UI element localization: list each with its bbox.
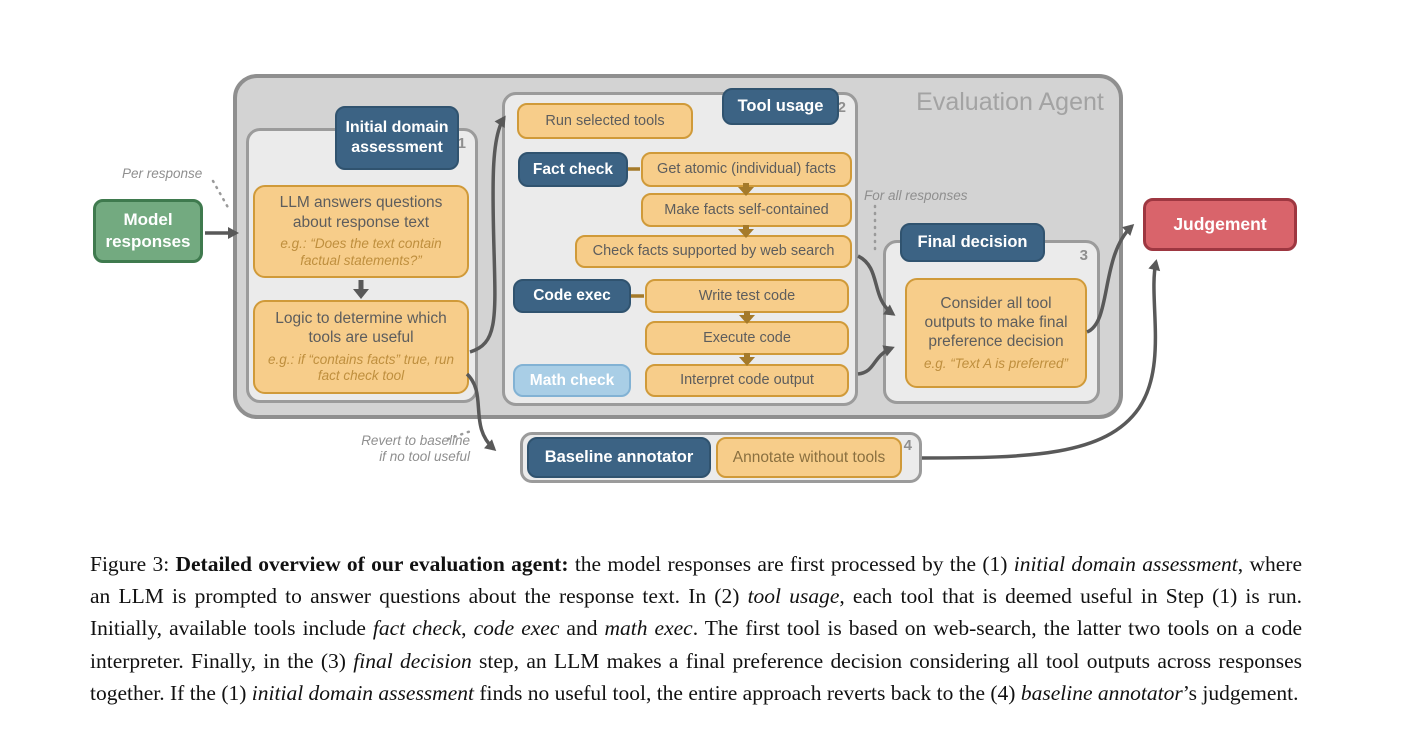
- logic-determine-tools-box: Logic to determine which tools are usefu…: [253, 300, 469, 394]
- per-response-dotted-line: [211, 179, 232, 213]
- final-decision-header: Final decision: [900, 223, 1045, 262]
- logic-determine-tools-text: Logic to determine which tools are usefu…: [275, 309, 447, 347]
- panel4-number: 4: [903, 437, 912, 454]
- code-step-1: Write test code: [645, 279, 849, 313]
- revert-annotation-line2: if no tool useful: [379, 449, 470, 465]
- final-decision-title: Final decision: [917, 233, 1028, 252]
- fact-step-2: Make facts self-contained: [641, 193, 852, 227]
- revert-to-baseline-annotation: Revert to baseline if no tool useful: [340, 433, 470, 465]
- panel2-number: 2: [837, 99, 846, 116]
- llm-answers-questions-text: LLM answers questions about response tex…: [279, 194, 443, 231]
- run-selected-tools-box: Run selected tools: [517, 103, 693, 139]
- baseline-annotator-label: Baseline annotator: [544, 448, 694, 467]
- llm-answers-questions-box: LLM answers questions about response tex…: [253, 185, 469, 278]
- model-responses-label: Model responses: [105, 209, 191, 251]
- tool-usage-header: Tool usage: [722, 88, 839, 125]
- judgement-node: Judgement: [1143, 198, 1297, 251]
- consider-tool-outputs-text: Consider all tool outputs to make final …: [924, 294, 1068, 351]
- code-step-3-text: Interpret code output: [680, 372, 814, 389]
- model-responses-node: Model responses: [93, 199, 203, 263]
- fact-step-1: Get atomic (individual) facts: [641, 152, 852, 187]
- run-selected-tools-text: Run selected tools: [545, 112, 665, 129]
- for-all-responses-annotation: For all responses: [864, 188, 968, 203]
- code-step-1-text: Write test code: [698, 287, 796, 304]
- baseline-annotator-box: Baseline annotator: [527, 437, 711, 478]
- initial-domain-assessment-title: Initial domain assessment: [345, 119, 449, 156]
- logic-determine-tools-example: e.g.: if “contains facts” true, run fact…: [267, 351, 455, 384]
- code-step-2: Execute code: [645, 321, 849, 355]
- tool-usage-title: Tool usage: [737, 97, 824, 116]
- fact-step-3: Check facts supported by web search: [575, 235, 852, 268]
- llm-answers-questions-example: e.g.: “Does the text contain factual sta…: [280, 236, 442, 268]
- evaluation-agent-label: Evaluation Agent: [916, 88, 1104, 116]
- math-check-label-box: Math check: [513, 364, 631, 397]
- figure-caption: Figure 3: Detailed overview of our evalu…: [90, 551, 1303, 705]
- annotate-without-tools-box: Annotate without tools: [716, 437, 902, 478]
- annotate-without-tools-text: Annotate without tools: [732, 448, 886, 466]
- fact-step-3-text: Check facts supported by web search: [592, 243, 835, 260]
- consider-tool-outputs-box: Consider all tool outputs to make final …: [905, 278, 1087, 388]
- panel1-number: 1: [457, 135, 466, 152]
- code-exec-label: Code exec: [533, 287, 611, 305]
- code-step-2-text: Execute code: [703, 329, 791, 346]
- panel3-number: 3: [1079, 247, 1088, 264]
- judgement-label: Judgement: [1173, 214, 1267, 234]
- revert-annotation-line1: Revert to baseline: [361, 433, 470, 448]
- fact-check-label: Fact check: [532, 160, 614, 178]
- fact-step-2-text: Make facts self-contained: [664, 201, 829, 218]
- code-step-3: Interpret code output: [645, 364, 849, 397]
- code-exec-label-box: Code exec: [513, 279, 631, 313]
- per-response-annotation: Per response: [122, 166, 203, 181]
- initial-domain-assessment-header: Initial domain assessment: [335, 106, 459, 170]
- fact-step-1-text: Get atomic (individual) facts: [657, 161, 836, 178]
- fact-check-label-box: Fact check: [518, 152, 628, 187]
- math-check-label: Math check: [529, 371, 615, 389]
- consider-tool-outputs-example: e.g. “Text A is preferred”: [923, 355, 1069, 371]
